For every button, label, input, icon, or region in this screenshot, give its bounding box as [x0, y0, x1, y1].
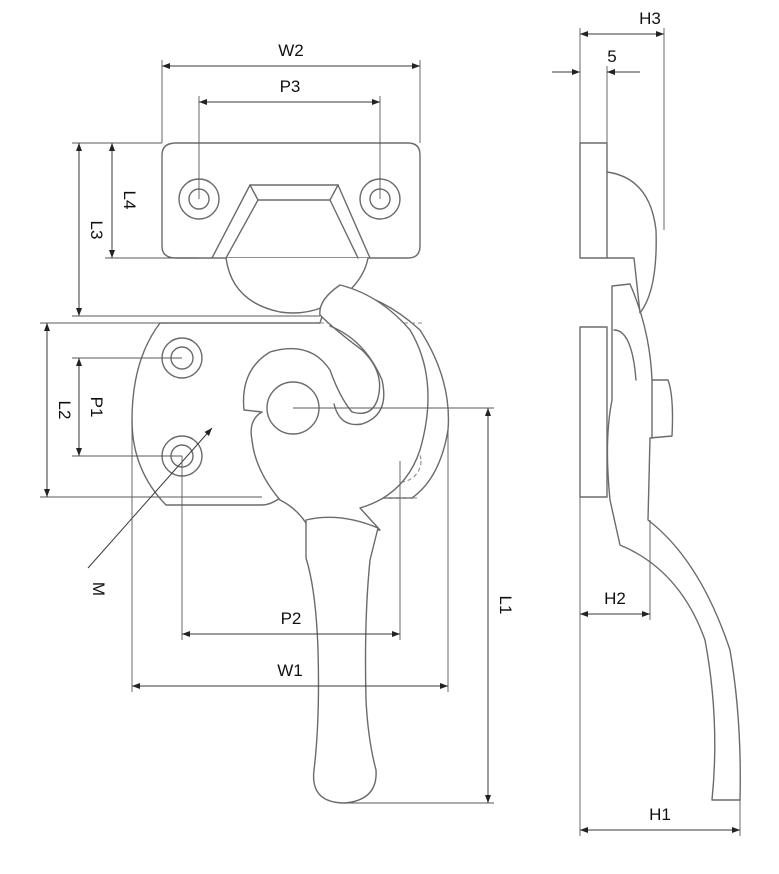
- label-w2: W2: [278, 41, 304, 60]
- label-5: 5: [607, 47, 616, 66]
- side-view: [552, 28, 741, 836]
- label-l2: L2: [55, 401, 74, 420]
- label-p3: P3: [280, 77, 301, 96]
- label-w1: W1: [277, 661, 303, 680]
- label-l4: L4: [120, 191, 139, 210]
- side-dimension-lines: [552, 28, 741, 836]
- label-h1: H1: [649, 805, 671, 824]
- label-l3: L3: [87, 221, 106, 240]
- dimension-lines: [40, 60, 494, 804]
- label-h2: H2: [604, 589, 626, 608]
- label-p1: P1: [87, 397, 106, 418]
- label-m: M: [89, 582, 108, 596]
- dimension-labels: W2 P3 L4 L3 P1 L2 M P2 W1 L1 H3 5 H2 H1: [55, 9, 671, 824]
- front-view: [40, 60, 494, 804]
- label-l1: L1: [496, 596, 515, 615]
- label-h3: H3: [639, 9, 661, 28]
- latch-hook: [242, 284, 429, 531]
- label-p2: P2: [281, 609, 302, 628]
- handle-lever: [305, 516, 379, 804]
- keeper-plate: [161, 142, 421, 314]
